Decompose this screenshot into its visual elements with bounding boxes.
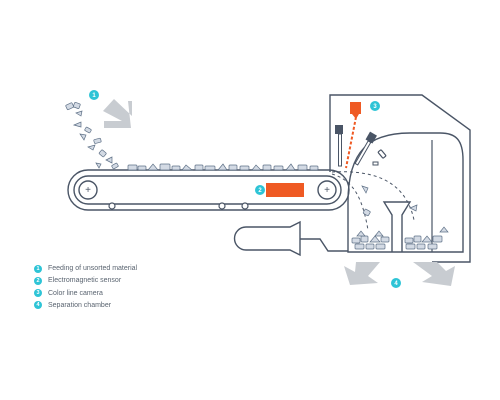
marker-3-number: 3 xyxy=(373,104,377,110)
legend-item: 2 Electromagnetic sensor xyxy=(34,275,234,286)
marker-3: 3 xyxy=(370,101,380,111)
legend-label: Feeding of unsorted material xyxy=(48,265,138,272)
marker-1-number: 1 xyxy=(92,93,96,99)
marker-1: 1 xyxy=(89,90,99,100)
color-line-camera xyxy=(350,102,361,114)
drive-motor xyxy=(233,220,301,257)
legend-badge: 2 xyxy=(34,276,42,285)
marker-4: 4 xyxy=(391,278,401,288)
light-source-left xyxy=(335,125,343,167)
conveyor-roller-left: + xyxy=(78,180,98,200)
chamber-divider xyxy=(382,201,412,252)
marker-2: 2 xyxy=(255,185,265,195)
material-on-belt xyxy=(127,163,319,171)
ejected-particles xyxy=(361,185,418,217)
conveyor-roller-right: + xyxy=(317,180,337,200)
marker-2-number: 2 xyxy=(258,188,262,194)
falling-material xyxy=(65,102,119,170)
electromagnetic-sensor xyxy=(266,183,304,197)
legend-badge: 1 xyxy=(34,264,42,273)
fall-trajectory xyxy=(331,173,369,231)
air-nozzles xyxy=(372,149,387,166)
legend-item: 3 Color line camera xyxy=(34,288,234,299)
output-arrow-left xyxy=(344,262,380,285)
camera-mount xyxy=(352,114,359,119)
legend-badge: 4 xyxy=(34,301,42,310)
belt-support-rollers xyxy=(108,202,249,210)
roller-plus-left: + xyxy=(85,185,91,196)
collected-material-left xyxy=(351,230,390,250)
legend-item: 4 Separation chamber xyxy=(34,300,234,311)
separation-chamber xyxy=(347,132,464,253)
feed-arrow xyxy=(103,99,132,128)
legend-label: Separation chamber xyxy=(48,301,112,309)
legend-badge: 3 xyxy=(34,289,42,298)
light-source-right xyxy=(354,131,377,166)
legend-item: 1 Feeding of unsorted material xyxy=(34,263,234,274)
collected-material-right xyxy=(404,226,449,250)
output-arrow-right xyxy=(413,262,455,286)
ejection-trajectory xyxy=(331,171,415,221)
machine-housing xyxy=(329,94,471,263)
legend-label: Electromagnetic sensor xyxy=(48,277,122,285)
camera-light-beam xyxy=(345,116,357,169)
roller-plus-right: + xyxy=(324,185,330,196)
conveyor-belt xyxy=(67,169,350,211)
motor-connection xyxy=(300,238,348,252)
legend-label: Color line camera xyxy=(48,289,103,297)
legend: 1 Feeding of unsorted material 2 Electro… xyxy=(34,263,234,312)
marker-4-number: 4 xyxy=(394,281,398,287)
